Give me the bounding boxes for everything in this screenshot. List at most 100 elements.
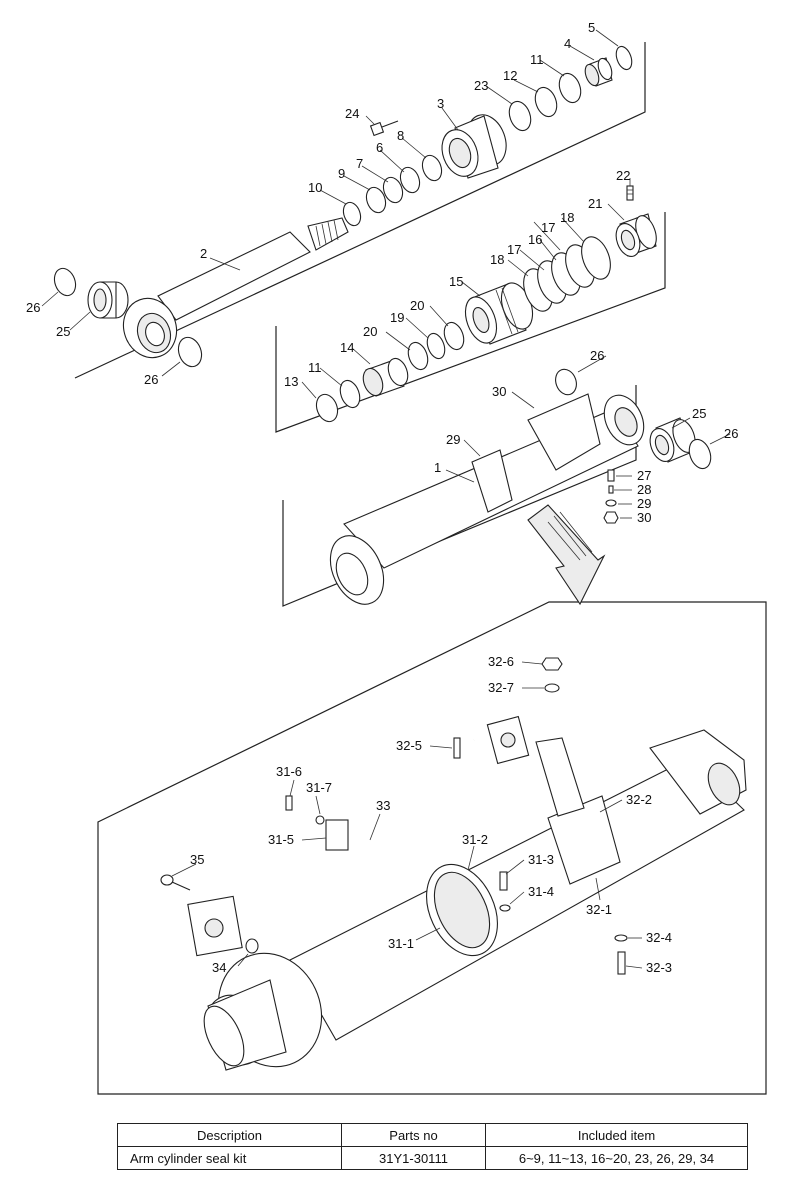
- label-12: 12: [503, 68, 517, 83]
- bolt-32-3: [617, 951, 626, 975]
- tube-bracket-30: [527, 393, 601, 471]
- ring-9: [365, 186, 387, 214]
- label-29-tube: 29: [637, 496, 651, 511]
- label-35: 35: [190, 852, 204, 867]
- label-26-lower: 26: [144, 372, 158, 387]
- ring-11-upper: [558, 72, 582, 104]
- label-20-b: 20: [363, 324, 377, 339]
- label-32-2: 32-2: [626, 792, 652, 807]
- label-17-a: 17: [541, 220, 555, 235]
- label-2: 2: [200, 246, 207, 261]
- ring-23: [508, 100, 532, 132]
- label-10: 10: [308, 180, 322, 195]
- label-18-a: 18: [560, 210, 574, 225]
- bolt-24: [369, 120, 399, 137]
- detail-arrow: [527, 504, 606, 606]
- set-screw-22: [626, 185, 634, 201]
- rod-thread: [307, 217, 349, 251]
- washer-31-7: [315, 815, 325, 825]
- label-26-left: 26: [26, 300, 40, 315]
- piston-rod: [157, 231, 311, 321]
- label-31-4: 31-4: [528, 884, 554, 899]
- label-27: 27: [637, 468, 651, 483]
- exploded-parts-diagram: 2 3 4 5 6 7 8 9 10 11 12 23 24 25 26 26 …: [26, 20, 767, 1095]
- label-34: 34: [212, 960, 226, 975]
- ring-26-tube-b: [688, 438, 712, 470]
- ring-11-middle: [339, 379, 361, 409]
- label-31-6: 31-6: [276, 764, 302, 779]
- label-32-7: 32-7: [488, 680, 514, 695]
- label-15: 15: [449, 274, 463, 289]
- ring-26-tube-a: [555, 368, 577, 396]
- label-11-middle: 11: [308, 360, 322, 375]
- label-9: 9: [338, 166, 345, 181]
- ring-18-b: [581, 236, 611, 280]
- label-26-tube-b: 26: [724, 426, 738, 441]
- callout-labels: 2 3 4 5 6 7 8 9 10 11 12 23 24 25 26 26 …: [26, 20, 738, 975]
- ring-10: [342, 201, 362, 227]
- label-26-tube-a: 26: [590, 348, 604, 363]
- bolt-35: [160, 874, 191, 891]
- ring-19: [426, 332, 446, 360]
- pin-28: [608, 485, 614, 494]
- bushing-25-right: [649, 417, 696, 463]
- leader-lines: [41, 29, 731, 969]
- nut-32-6: [541, 657, 563, 671]
- ring-5: [615, 45, 633, 71]
- table-header-row: Description Parts no Included item: [117, 1123, 748, 1147]
- label-19: 19: [390, 310, 404, 325]
- bolt-31-3: [499, 871, 508, 891]
- tube-clamp-29: [471, 449, 513, 513]
- label-31-3: 31-3: [528, 852, 554, 867]
- ring-26-lower: [177, 336, 203, 368]
- piston-parts: [315, 185, 657, 423]
- header-included-item: Included item: [485, 1123, 748, 1147]
- label-7: 7: [356, 156, 363, 171]
- label-29-clamp: 29: [446, 432, 460, 447]
- seal-kit-table: Description Parts no Included item Arm c…: [117, 1123, 748, 1170]
- label-31-2: 31-2: [462, 832, 488, 847]
- cell-included-item: 6~9, 11~13, 16~20, 23, 26, 29, 34: [485, 1146, 748, 1170]
- label-31-5: 31-5: [268, 832, 294, 847]
- label-33: 33: [376, 798, 390, 813]
- label-16: 16: [528, 232, 542, 247]
- label-32-5: 32-5: [396, 738, 422, 753]
- label-25-left: 25: [56, 324, 70, 339]
- bracket-plate: [535, 737, 585, 817]
- table-row: Arm cylinder seal kit 31Y1-30111 6~9, 11…: [117, 1146, 748, 1170]
- detail-cylinder: [289, 757, 745, 1041]
- stud-32-5: [453, 737, 461, 759]
- ring-13: [315, 393, 339, 423]
- middle-panel-frame: [275, 212, 666, 433]
- ring-20-a: [407, 341, 429, 371]
- washer-32-4: [614, 934, 628, 942]
- label-32-3: 32-3: [646, 960, 672, 975]
- label-8: 8: [397, 128, 404, 143]
- label-32-6: 32-6: [488, 654, 514, 669]
- label-30-bracket: 30: [492, 384, 506, 399]
- ring-6: [399, 166, 421, 194]
- pin-27: [607, 469, 615, 482]
- clip-31-5: [325, 819, 349, 851]
- detail-panel-frame: [97, 601, 767, 1095]
- ring-8: [421, 154, 443, 182]
- label-17-b: 17: [507, 242, 521, 257]
- label-11-upper: 11: [530, 52, 544, 67]
- cell-parts-no: 31Y1-30111: [341, 1146, 486, 1170]
- label-32-4: 32-4: [646, 930, 672, 945]
- label-18-b: 18: [490, 252, 504, 267]
- header-parts-no: Parts no: [341, 1123, 486, 1147]
- label-13: 13: [284, 374, 298, 389]
- washer-31-4: [499, 904, 511, 912]
- label-31-7: 31-7: [306, 780, 332, 795]
- nut-30: [603, 511, 619, 524]
- label-21: 21: [588, 196, 602, 211]
- nut-21: [615, 213, 657, 257]
- label-28: 28: [637, 482, 651, 497]
- upper-parts: [53, 45, 633, 368]
- ring-20-b: [443, 321, 465, 351]
- bushing-14: [362, 357, 409, 397]
- bracket-32-2: [547, 795, 621, 885]
- label-25-right: 25: [692, 406, 706, 421]
- header-description: Description: [117, 1123, 342, 1147]
